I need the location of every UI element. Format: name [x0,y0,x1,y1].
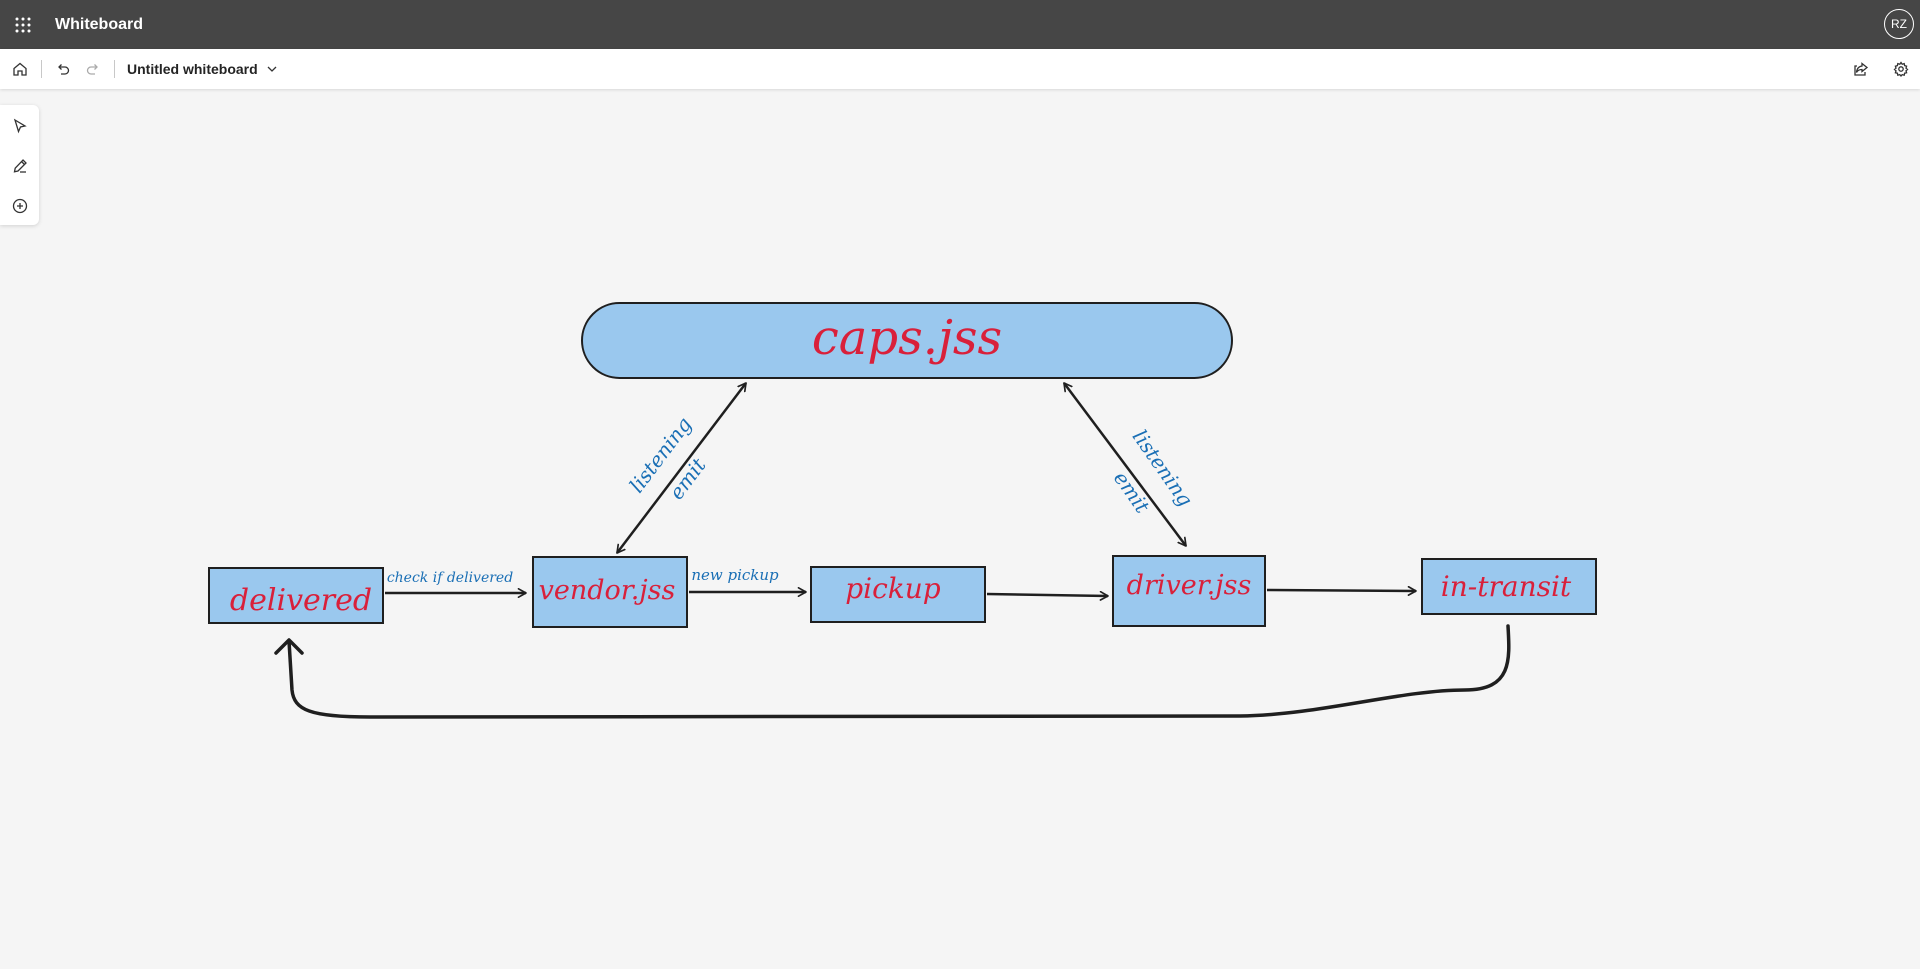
avatar-initials: RZ [1891,17,1907,31]
avatar[interactable]: RZ [1884,9,1914,39]
driver-node[interactable]: driver.jss [1112,555,1266,627]
chevron-down-icon [267,66,277,72]
share-icon [1854,62,1869,76]
delivered-node-label: delivered [230,583,372,618]
vendor-node[interactable]: vendor.jss [532,556,688,628]
redo-icon [86,64,98,75]
waffle-icon [15,17,30,32]
pointer-icon [13,118,27,134]
in-transit-node[interactable]: in-transit [1421,558,1597,615]
pen-icon [13,159,27,173]
pickup-node-label: pickup [845,572,941,605]
pen-tool-button[interactable] [5,151,35,181]
document-title: Untitled whiteboard [127,61,258,77]
transit-delivered-arrowhead [274,638,304,655]
vendor-node-label: vendor.jss [539,575,676,606]
gear-icon [1893,61,1909,77]
add-button[interactable] [5,191,35,221]
driver-caps-connector[interactable] [1062,382,1188,547]
vendor-caps-connector[interactable] [616,382,747,554]
app-title: Whiteboard [55,15,143,33]
delivered-node[interactable]: delivered [208,567,384,624]
driver-caps-label-emit: emit [1109,467,1155,519]
vendor-pickup-label: new pickup [691,566,779,584]
whiteboard-canvas[interactable]: caps.jss delivered vendor.jss pickup dri… [0,89,1920,969]
home-icon [13,62,27,76]
undo-button[interactable] [48,54,78,84]
in-transit-node-label: in-transit [1441,570,1572,603]
undo-icon [58,64,70,75]
caps-node[interactable]: caps.jss [581,302,1233,379]
home-button[interactable] [5,54,35,84]
share-button[interactable] [1846,54,1876,84]
pickup-node[interactable]: pickup [810,566,986,623]
app-header: Whiteboard RZ [0,0,1920,49]
add-icon [12,198,27,214]
vendor-caps-label-emit: emit [664,453,711,504]
select-tool-button[interactable] [5,111,35,141]
toolbar-divider [114,60,115,78]
delivered-vendor-label: check if delivered [387,570,513,586]
document-title-menu[interactable]: Untitled whiteboard [127,61,278,77]
toolbar-divider [41,60,42,78]
transit-delivered-connector[interactable] [287,624,1511,719]
driver-node-label: driver.jss [1127,570,1252,601]
app-launcher-button[interactable] [0,0,45,49]
document-toolbar: Untitled whiteboard [0,49,1920,89]
redo-button[interactable] [78,54,108,84]
caps-node-label: caps.jss [812,310,1002,366]
tool-rail [0,105,39,225]
driver-transit-connector[interactable] [1266,585,1417,596]
pickup-driver-connector[interactable] [986,590,1109,601]
settings-button[interactable] [1886,54,1916,84]
